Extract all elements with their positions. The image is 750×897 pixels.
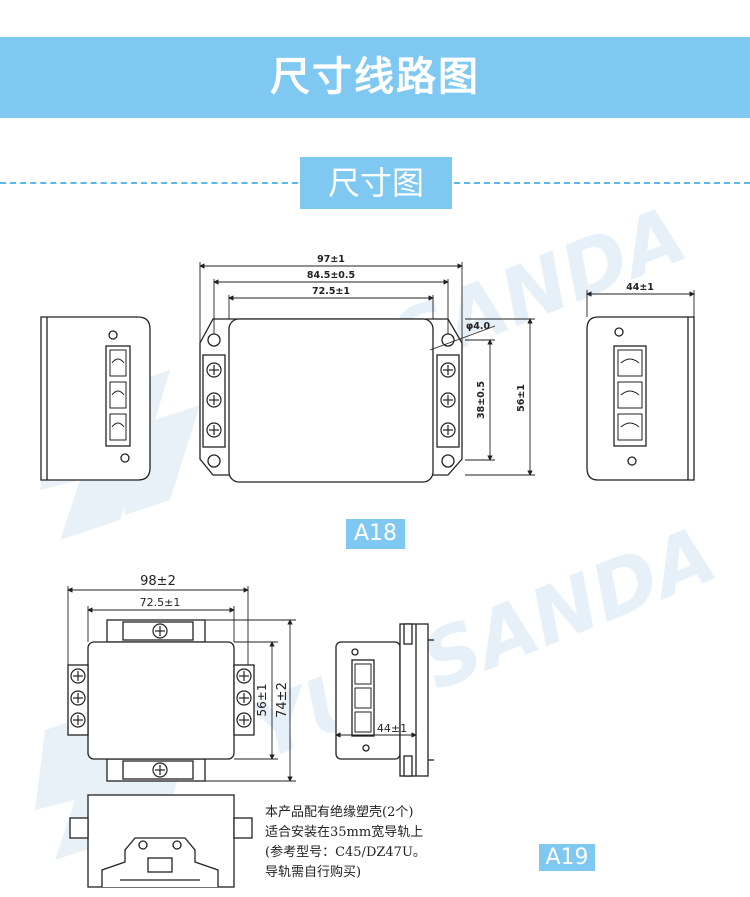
a19-dim-body: 72.5±1 bbox=[140, 596, 181, 609]
a18-dim-height: 56±1 bbox=[516, 384, 527, 412]
a18-dimension-lines bbox=[199, 262, 695, 476]
a18-dim-hole: φ4.0 bbox=[466, 321, 491, 332]
a19-dim-height-outer: 74±2 bbox=[275, 682, 290, 718]
a19-drawing bbox=[67, 586, 434, 888]
a19-side-view bbox=[335, 623, 434, 777]
a19-note: 本产品配有绝缘塑壳(2个) 适合安装在35mm宽导轨上 (参考型号：C45/DZ… bbox=[265, 803, 426, 883]
a19-front-view bbox=[67, 619, 255, 782]
a18-side-view-left bbox=[40, 316, 151, 481]
a19-dim-side-depth: 44±1 bbox=[377, 722, 407, 735]
section-title: 尺寸图 bbox=[300, 157, 452, 209]
a19-note-line-4: 导轨需自行购买) bbox=[265, 865, 362, 880]
a18-dim-side-depth: 44±1 bbox=[626, 282, 654, 293]
a19-note-line-2: 适合安装在35mm宽导轨上 bbox=[265, 825, 424, 840]
a19-dim-height-inner: 56±1 bbox=[255, 684, 269, 717]
header-banner bbox=[0, 37, 750, 118]
a18-dim-overall: 97±1 bbox=[317, 254, 345, 265]
a18-dim-terminal-span: 38±0.5 bbox=[476, 381, 487, 419]
section-divider-right bbox=[454, 182, 750, 184]
a18-drawing bbox=[40, 262, 695, 483]
a18-front-view bbox=[199, 318, 463, 483]
a18-dim-mount: 84.5±0.5 bbox=[307, 270, 355, 281]
a19-note-line-3: (参考型号：C45/DZ47U。 bbox=[265, 845, 426, 860]
model-tag-a18: A18 bbox=[346, 519, 405, 549]
section-divider-left bbox=[0, 182, 298, 184]
a19-note-line-1: 本产品配有绝缘塑壳(2个) bbox=[265, 805, 414, 820]
a19-dim-overall: 98±2 bbox=[140, 574, 176, 589]
a19-dimension-lines bbox=[67, 586, 417, 782]
a19-bottom-view bbox=[69, 794, 253, 888]
a19-dimension-labels: 98±2 72.5±1 56±1 74±2 44±1 bbox=[140, 574, 407, 735]
page-title: 尺寸线路图 bbox=[270, 54, 480, 100]
a18-dim-body: 72.5±1 bbox=[312, 286, 350, 297]
model-tag-a19: A19 bbox=[539, 844, 595, 871]
watermark-text-bottom: YUNSANDA bbox=[238, 510, 728, 778]
a18-dimension-labels: 97±1 84.5±0.5 72.5±1 φ4.0 38±0.5 56±1 44… bbox=[307, 254, 654, 419]
a18-side-view-right bbox=[586, 316, 695, 481]
